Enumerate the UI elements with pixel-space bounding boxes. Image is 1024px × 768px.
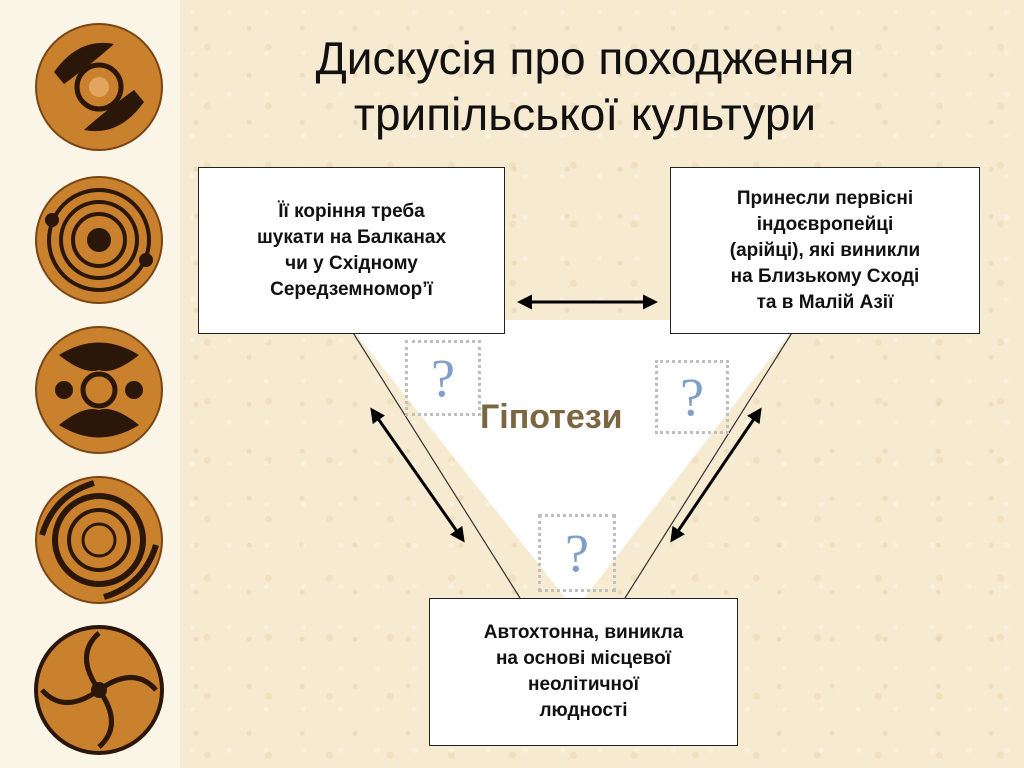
ornament-plate-2 [35,176,163,304]
question-mark-icon: ? [538,514,616,592]
ornament-strip [0,0,180,768]
triangle-fill [345,320,800,610]
ornament-plate-3 [35,326,163,454]
slide-title: Дискусія про походження трипільської кул… [315,32,855,140]
hypothesis-balkans: Її коріння треба шукати на Балканах чи у… [198,167,505,334]
hypothesis-indoeuropeans: Принесли первісні індоєвропейці (арійці)… [670,167,980,334]
question-mark-icon: ? [655,360,729,434]
question-mark-icon: ? [405,340,481,416]
hypothesis-autochthonous: Автохтонна, виникла на основі місцевої н… [429,598,738,746]
ornament-plate-1 [35,23,163,151]
arrow-right-double [670,407,762,543]
arrow-left-double [370,407,465,543]
ornament-plate-4 [35,476,163,604]
ornament-plate-5 [34,625,164,755]
hypotheses-label: Гіпотези [480,398,623,436]
